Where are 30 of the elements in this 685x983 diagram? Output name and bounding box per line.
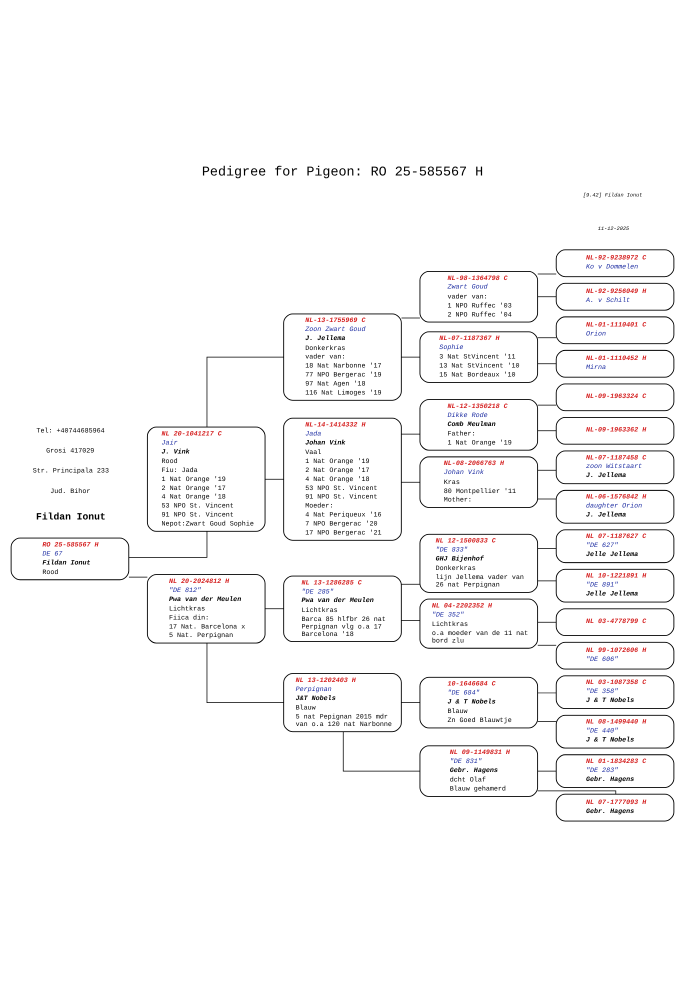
connector	[537, 692, 557, 694]
connector	[401, 356, 420, 358]
connector	[342, 731, 420, 772]
connector	[537, 296, 557, 298]
connector	[401, 702, 420, 703]
connector	[401, 434, 420, 435]
connector	[537, 498, 557, 500]
connector	[537, 790, 616, 794]
connector	[537, 622, 557, 623]
connector	[264, 608, 284, 610]
connector	[264, 478, 284, 480]
connector	[537, 337, 557, 338]
connector	[401, 620, 420, 621]
connector	[537, 404, 557, 406]
connector	[537, 644, 557, 646]
connector	[128, 576, 148, 578]
connector	[401, 482, 420, 483]
diagram-title: Pedigree for Pigeon: RO 25-585567 H	[202, 166, 484, 181]
connector	[537, 363, 557, 364]
connector	[537, 470, 557, 471]
connector	[537, 548, 557, 549]
connector	[537, 721, 557, 722]
connector	[401, 584, 420, 585]
connector	[537, 770, 557, 772]
connector	[537, 580, 557, 582]
label: Fildan Ionut	[36, 512, 106, 523]
connector	[206, 356, 284, 428]
connector	[128, 531, 208, 558]
connector	[206, 642, 284, 703]
connector	[537, 430, 557, 432]
